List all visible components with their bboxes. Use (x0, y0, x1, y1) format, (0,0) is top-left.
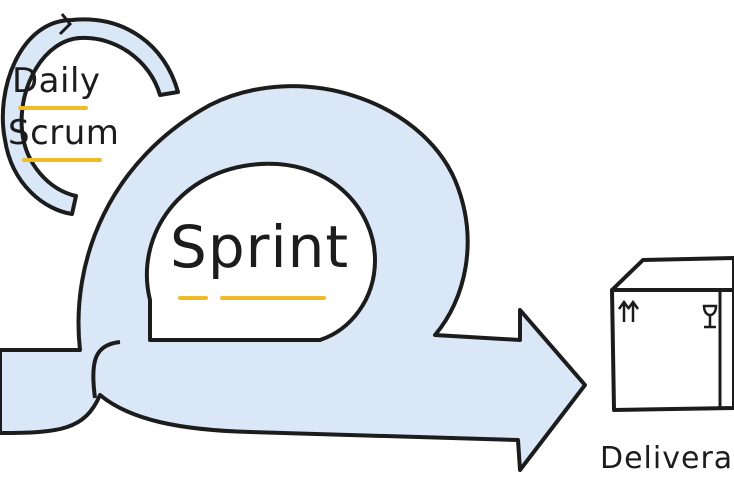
this-way-up-arrows-icon (617, 299, 640, 322)
sprint-underline-right (220, 296, 326, 300)
fragile-glass-icon (702, 304, 718, 329)
deliverable-box (610, 256, 734, 412)
sprint-label: Sprint (170, 213, 350, 281)
daily-underline (18, 106, 88, 110)
scrum-label: Scrum (8, 113, 120, 153)
deliverable-label: Deliverable (600, 441, 734, 476)
sprint-loop-arrow (0, 84, 587, 472)
scrum-underline (22, 158, 102, 162)
daily-scrum-loop (0, 13, 180, 216)
sprint-underline-left (178, 296, 208, 300)
daily-label: Daily (12, 61, 101, 101)
